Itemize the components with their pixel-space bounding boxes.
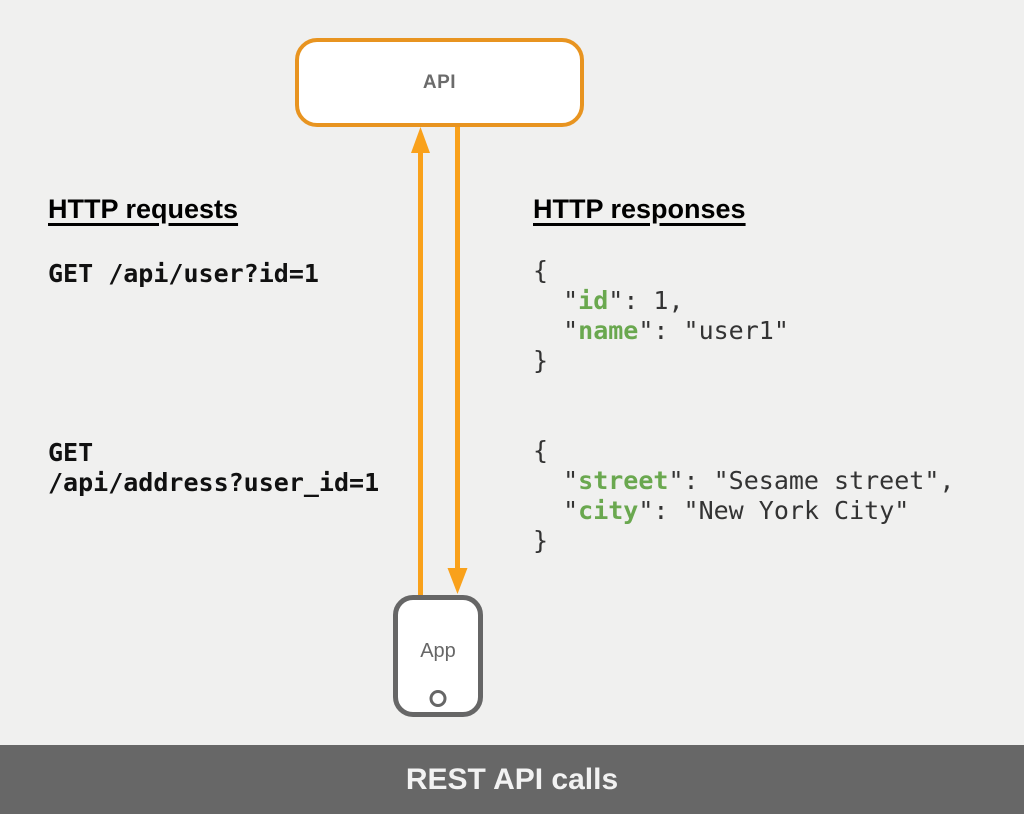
- request-arrow-up: [411, 127, 430, 598]
- phone-home-button-icon: [429, 690, 447, 707]
- api-node: API: [295, 38, 584, 127]
- response-arrow-down: [447, 127, 468, 594]
- response-json-address: { "street": "Sesame street", "city": "Ne…: [533, 436, 955, 555]
- api-node-label: API: [422, 71, 457, 93]
- response-json-user: { "id": 1, "name": "user1"}: [533, 256, 789, 375]
- http-requests-heading: HTTP requests: [48, 194, 239, 224]
- footer-bar: REST API calls: [0, 745, 1024, 814]
- app-node-label: App: [420, 639, 456, 662]
- request-get-address: GET /api/address?user_id=1: [48, 438, 380, 497]
- http-responses-heading: HTTP responses: [533, 194, 746, 224]
- app-node: App: [393, 595, 483, 717]
- request-get-user: GET /api/user?id=1: [48, 259, 319, 288]
- diagram-caption: REST API calls: [405, 762, 619, 796]
